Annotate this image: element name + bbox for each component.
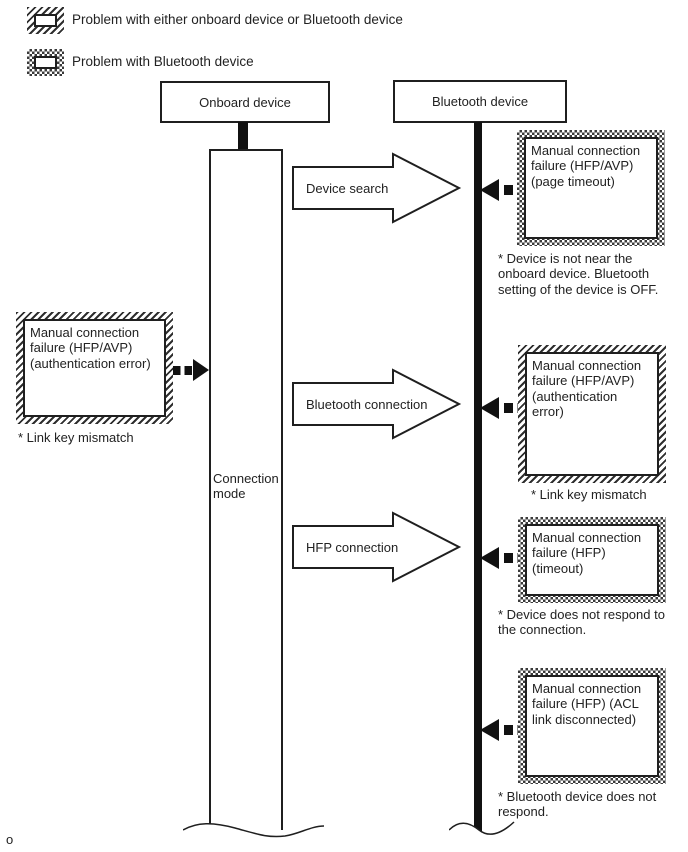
onboard-device-label: Onboard device xyxy=(199,94,291,110)
failure-note-acl-disconnected: * Bluetooth device does not respond. xyxy=(498,789,657,820)
bluetooth-connection-label: Bluetooth connection xyxy=(306,397,428,412)
legend-swatch-dotted-icon xyxy=(27,49,64,76)
failure-note-auth-error: * Link key mismatch xyxy=(531,487,647,502)
failure-label-auth-error: Manual connection failure (HFP/AVP) (aut… xyxy=(525,352,659,476)
break-symbol-bluetooth-line xyxy=(449,812,515,846)
hfp-connection-arrow-icon xyxy=(292,511,462,583)
legend-label-bluetooth-device: Problem with Bluetooth device xyxy=(72,54,254,69)
onboard-device-box: Onboard device xyxy=(160,81,330,123)
left-failure-label: Manual connection failure (HFP/AVP) (aut… xyxy=(23,319,166,417)
legend-swatch-hatched-icon xyxy=(27,7,64,34)
page-marker: o xyxy=(6,832,14,847)
failure-label-hfp-timeout: Manual connection failure (HFP) (timeout… xyxy=(525,524,659,596)
device-search-label: Device search xyxy=(306,181,389,196)
bluetooth-lifeline xyxy=(474,122,482,834)
failure-note-page-timeout: * Device is not near the onboard device.… xyxy=(498,251,659,297)
failure-label-acl-disconnected: Manual connection failure (HFP) (ACL lin… xyxy=(525,675,659,777)
failure-box-acl-disconnected: Manual connection failure (HFP) (ACL lin… xyxy=(518,668,666,784)
bluetooth-connection-arrow-icon xyxy=(292,368,462,440)
hfp-connection-label: HFP connection xyxy=(306,540,399,555)
device-search-arrow-icon xyxy=(292,152,462,224)
connection-mode-label: Connection mode xyxy=(213,471,279,502)
bluetooth-device-box: Bluetooth device xyxy=(393,80,567,123)
left-failure-box: Manual connection failure (HFP/AVP) (aut… xyxy=(16,312,173,424)
left-failure-note: * Link key mismatch xyxy=(18,430,134,445)
break-symbol-connection-mode xyxy=(183,814,325,846)
bluetooth-device-label: Bluetooth device xyxy=(431,94,529,109)
legend-label-either-device: Problem with either onboard device or Bl… xyxy=(72,12,403,27)
connection-mode-lifeline xyxy=(209,149,283,830)
dashed-arrow-left-auth-error-icon xyxy=(172,357,210,383)
failure-box-hfp-timeout: Manual connection failure (HFP) (timeout… xyxy=(518,517,666,603)
failure-box-page-timeout: Manual connection failure (HFP/AVP) (pag… xyxy=(517,130,665,246)
onboard-connector-stub xyxy=(238,122,248,150)
failure-label-page-timeout: Manual connection failure (HFP/AVP) (pag… xyxy=(524,137,658,239)
failure-note-hfp-timeout: * Device does not respond to the connect… xyxy=(498,607,665,638)
failure-box-auth-error: Manual connection failure (HFP/AVP) (aut… xyxy=(518,345,666,483)
